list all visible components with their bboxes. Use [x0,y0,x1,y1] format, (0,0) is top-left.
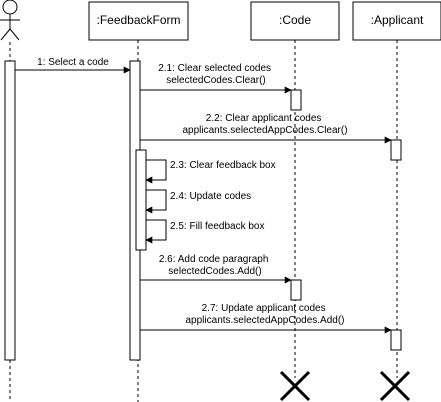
lifeline-applicant-title: :Applicant [371,13,424,27]
activation-actor [4,60,16,361]
message-label-2-5: 2.5: Fill feedback box [170,221,265,232]
lifeline-applicant-header: :Applicant [352,1,441,41]
message-label-2-2: 2.2: Clear applicant codes applicants.se… [182,113,347,136]
message-arrow-2-4 [145,189,167,214]
lifeline-code-title: :Code [279,13,311,27]
activation-feedbackform-nested [135,149,147,251]
lifeline-code-header: :Code [250,1,340,41]
activation-code-2 [290,279,302,301]
activation-code-1 [290,89,302,111]
message-label-2-6: 2.6: Add code paragraph selectedCodes.Ad… [159,254,271,277]
lifeline-feedbackform-header: :FeedbackForm [88,1,189,41]
message-arrow-2-3 [145,159,167,184]
activation-applicant-1 [390,139,402,161]
message-arrow-2-5 [145,219,167,244]
message-label-2-1: 2.1: Clear selected codes selectedCodes.… [158,63,274,86]
lifeline-feedbackform-title: :FeedbackForm [96,13,180,27]
message-label-2-4: 2.4: Update codes [170,191,251,202]
message-label-2-7: 2.7: Update applicant codes applicants.s… [186,303,345,326]
destroy-mark-applicant [379,370,411,402]
message-label-2-3: 2.3: Clear feedback box [170,160,276,171]
destroy-mark-code [279,370,311,402]
actor-figure [0,0,20,41]
message-label-1: 1: Select a code [37,57,109,68]
activation-applicant-2 [390,329,402,351]
